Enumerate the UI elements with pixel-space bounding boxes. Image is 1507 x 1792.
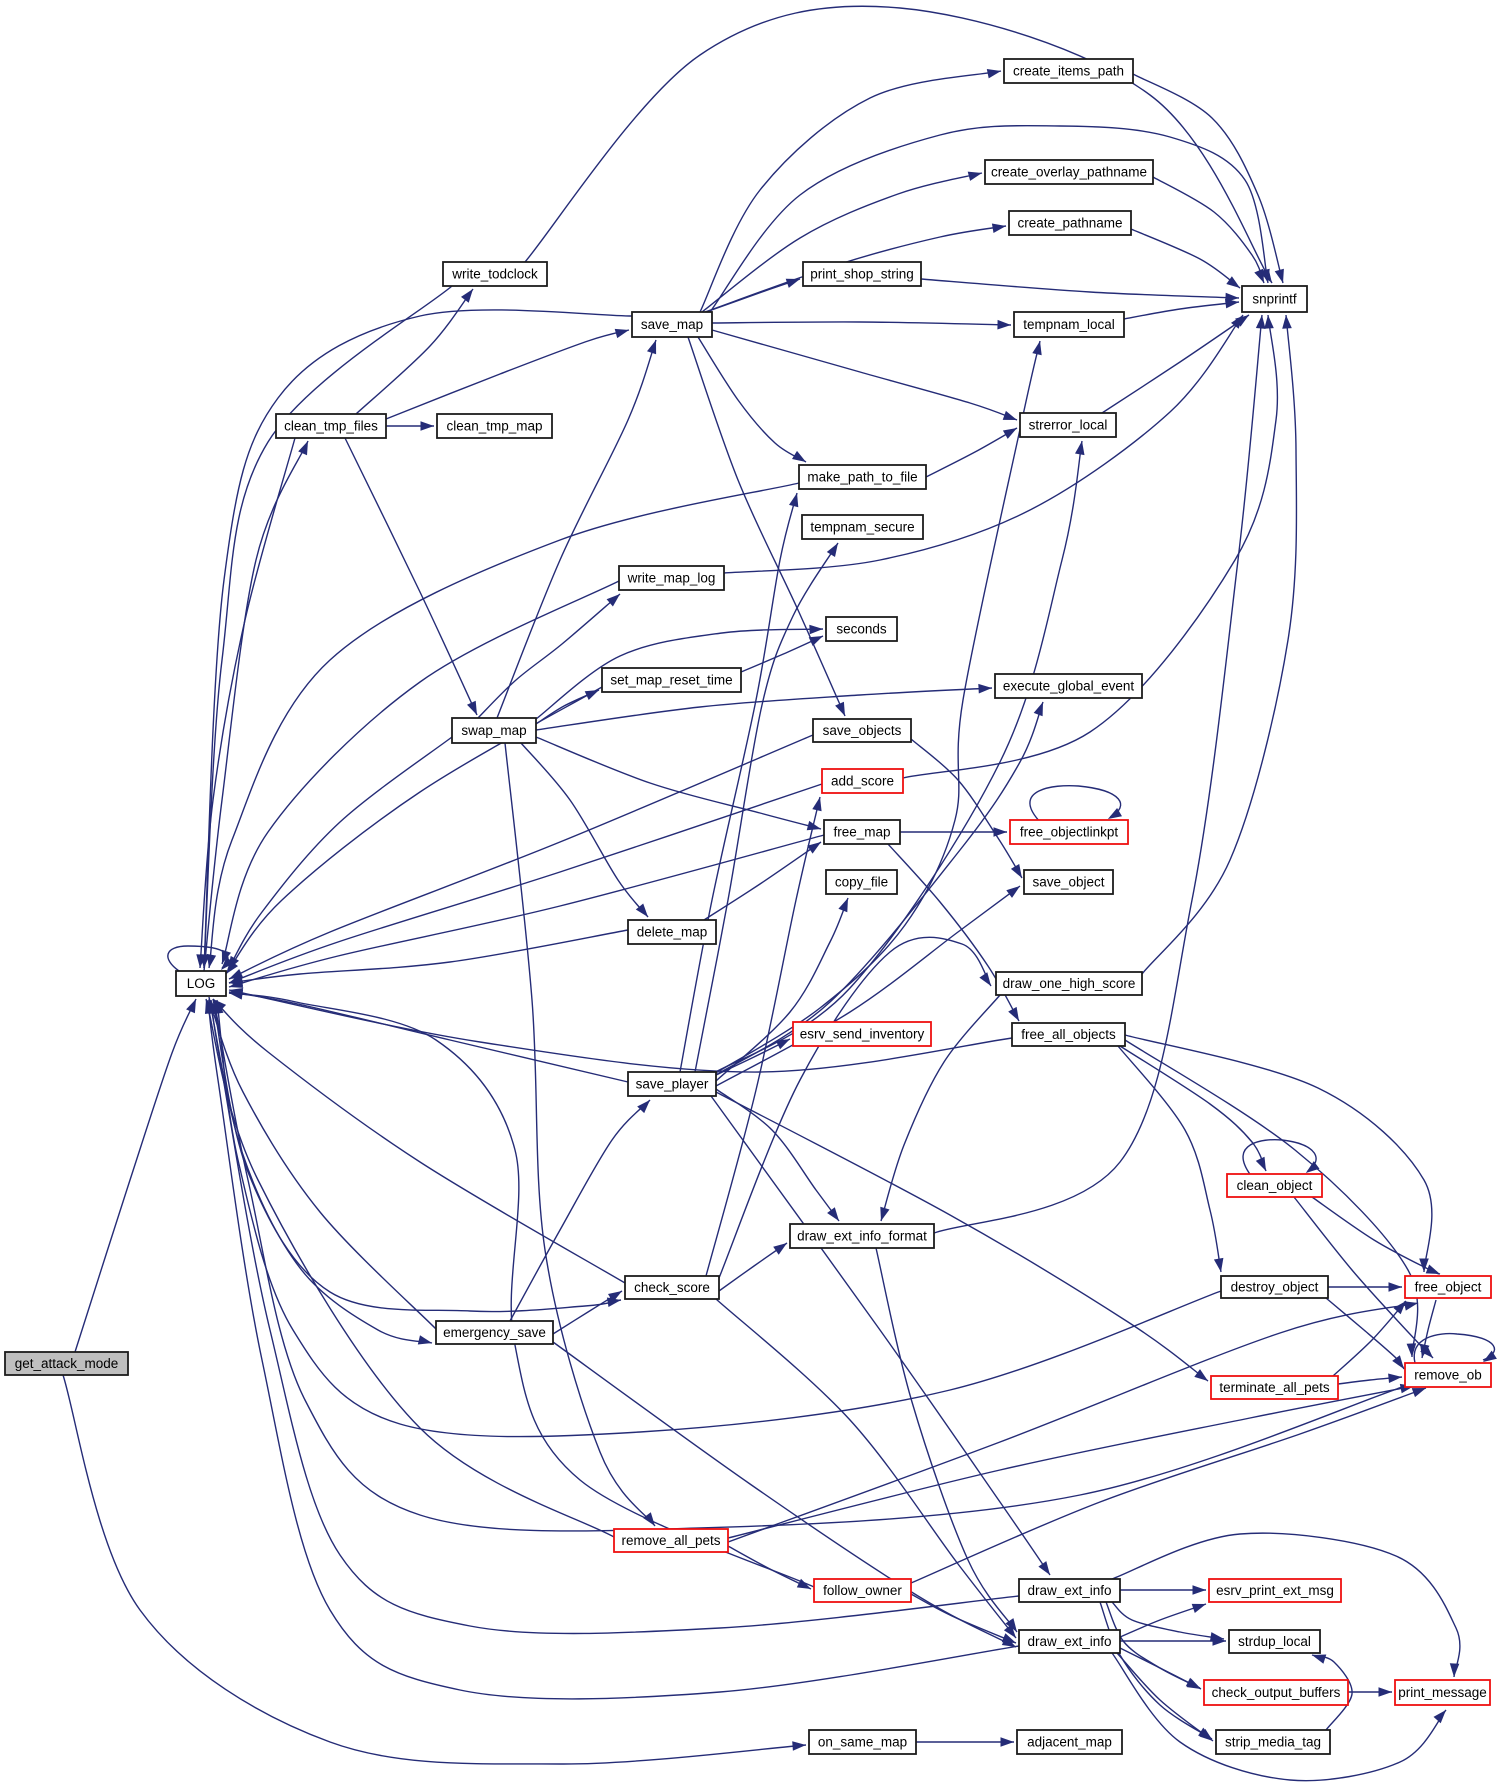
svg-text:clean_object: clean_object	[1237, 1178, 1313, 1193]
svg-text:adjacent_map: adjacent_map	[1027, 1735, 1112, 1750]
svg-text:strerror_local: strerror_local	[1029, 418, 1108, 433]
svg-text:LOG: LOG	[187, 976, 216, 991]
svg-text:remove_all_pets: remove_all_pets	[621, 1533, 720, 1548]
svg-text:save_player: save_player	[636, 1077, 709, 1092]
svg-text:make_path_to_file: make_path_to_file	[807, 470, 917, 485]
svg-text:write_map_log: write_map_log	[627, 571, 716, 586]
svg-text:tempnam_secure: tempnam_secure	[810, 520, 914, 535]
svg-text:clean_tmp_files: clean_tmp_files	[284, 419, 378, 434]
svg-text:save_object: save_object	[1032, 875, 1104, 890]
svg-text:add_score: add_score	[831, 774, 894, 789]
svg-text:draw_ext_info_format: draw_ext_info_format	[797, 1229, 927, 1244]
svg-text:tempnam_local: tempnam_local	[1023, 317, 1115, 332]
svg-text:swap_map: swap_map	[461, 723, 526, 738]
svg-text:strdup_local: strdup_local	[1238, 1634, 1311, 1649]
svg-text:get_attack_mode: get_attack_mode	[15, 1356, 119, 1371]
svg-text:free_map: free_map	[833, 825, 890, 840]
svg-text:free_all_objects: free_all_objects	[1021, 1027, 1116, 1042]
svg-text:esrv_send_inventory: esrv_send_inventory	[800, 1027, 925, 1042]
svg-text:destroy_object: destroy_object	[1231, 1280, 1319, 1295]
svg-text:strip_media_tag: strip_media_tag	[1225, 1735, 1321, 1750]
svg-text:clean_tmp_map: clean_tmp_map	[446, 419, 542, 434]
svg-text:save_map: save_map	[641, 317, 703, 332]
svg-text:on_same_map: on_same_map	[818, 1735, 907, 1750]
svg-text:check_output_buffers: check_output_buffers	[1212, 1685, 1341, 1700]
svg-text:draw_one_high_score: draw_one_high_score	[1003, 976, 1136, 991]
svg-text:draw_ext_info: draw_ext_info	[1027, 1583, 1111, 1598]
svg-text:terminate_all_pets: terminate_all_pets	[1219, 1380, 1330, 1395]
svg-text:print_message: print_message	[1398, 1685, 1487, 1700]
svg-text:emergency_save: emergency_save	[443, 1325, 546, 1340]
svg-text:free_objectlinkpt: free_objectlinkpt	[1020, 825, 1119, 840]
svg-text:execute_global_event: execute_global_event	[1003, 679, 1135, 694]
svg-text:free_object: free_object	[1415, 1280, 1482, 1295]
svg-text:copy_file: copy_file	[835, 875, 888, 890]
svg-text:draw_ext_info: draw_ext_info	[1027, 1634, 1111, 1649]
svg-text:print_shop_string: print_shop_string	[810, 267, 914, 282]
svg-text:check_score: check_score	[634, 1280, 710, 1295]
svg-text:remove_ob: remove_ob	[1414, 1368, 1482, 1383]
svg-text:create_pathname: create_pathname	[1017, 216, 1122, 231]
svg-text:write_todclock: write_todclock	[451, 267, 538, 282]
svg-text:esrv_print_ext_msg: esrv_print_ext_msg	[1216, 1583, 1334, 1598]
svg-text:set_map_reset_time: set_map_reset_time	[610, 673, 732, 688]
svg-text:delete_map: delete_map	[637, 925, 708, 940]
svg-text:seconds: seconds	[836, 622, 887, 637]
svg-text:follow_owner: follow_owner	[823, 1583, 902, 1598]
svg-text:create_overlay_pathname: create_overlay_pathname	[991, 165, 1147, 180]
svg-text:save_objects: save_objects	[823, 723, 902, 738]
svg-text:snprintf: snprintf	[1252, 292, 1297, 307]
svg-text:create_items_path: create_items_path	[1013, 64, 1124, 79]
